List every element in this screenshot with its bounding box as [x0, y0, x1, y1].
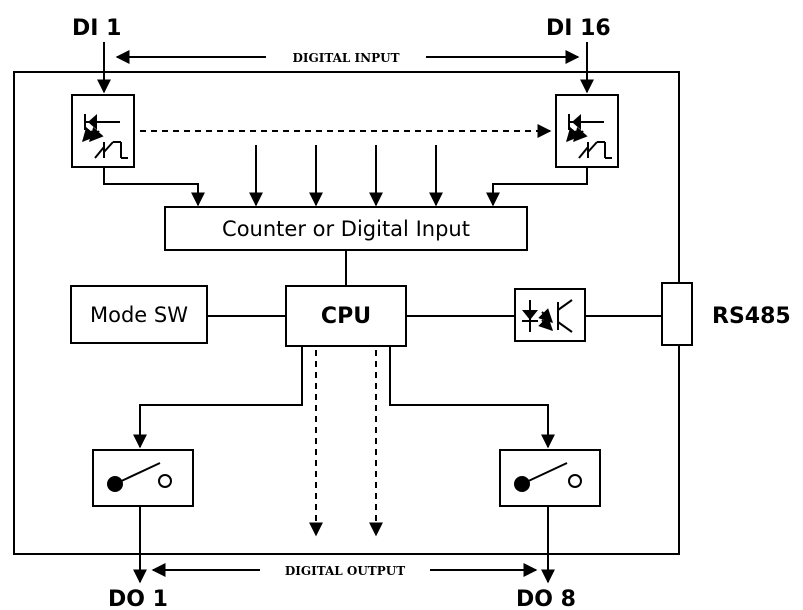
cpu-label: CPU [321, 304, 371, 329]
do-first-label: DO 1 [108, 587, 168, 610]
rs485-label: RS485 [712, 304, 791, 329]
cpu-block [285, 285, 407, 347]
relay-switch-icon [92, 449, 194, 507]
digital-input-label: DIGITAL INPUT [292, 51, 399, 65]
optocoupler-icon [514, 288, 586, 342]
rs485-connector [661, 282, 693, 346]
optocoupler-icon [71, 94, 135, 168]
mode-switch-block [70, 285, 208, 344]
cpu-relay-last-link [389, 346, 555, 449]
left-opto-output [103, 167, 205, 207]
digital-output-span: DIGITAL OUTPUT [151, 563, 538, 578]
cpu-relay-first-link [133, 346, 303, 449]
di-first-label: DI 1 [72, 16, 121, 41]
optocoupler-icon [555, 94, 619, 168]
di-last-label: DI 16 [546, 16, 611, 41]
counter-block-label: Counter or Digital Input [222, 217, 470, 241]
digital-output-label: DIGITAL OUTPUT [285, 564, 405, 578]
digital-input-span: DIGITAL INPUT [115, 50, 580, 65]
do-last-label: DO 8 [516, 587, 576, 610]
mode-switch-label: Mode SW [90, 303, 188, 327]
right-opto-output [486, 167, 588, 207]
relay-switch-icon [499, 449, 601, 507]
